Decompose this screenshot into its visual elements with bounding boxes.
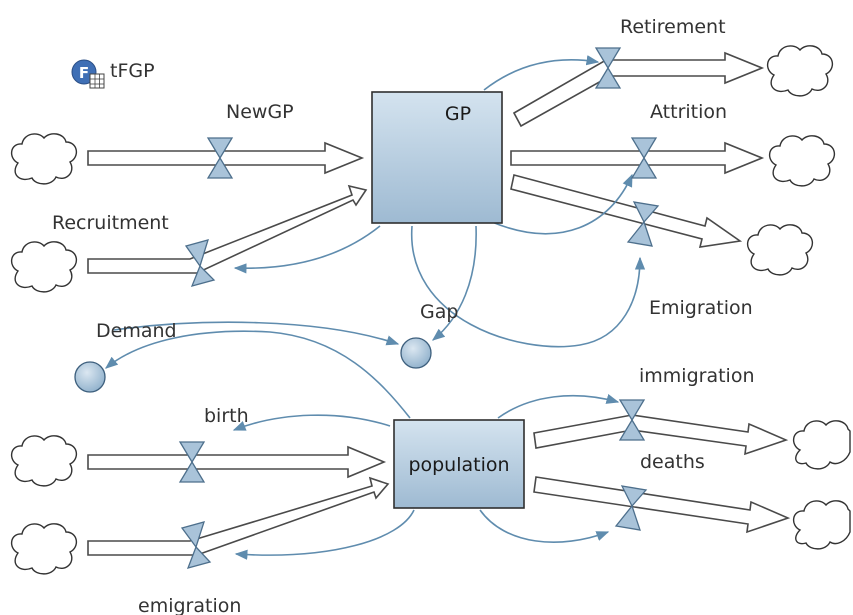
demand-variable[interactable] bbox=[74, 361, 106, 393]
stock-population[interactable]: population bbox=[393, 419, 525, 509]
immigration-label: immigration bbox=[639, 365, 754, 387]
cloud-icon bbox=[11, 241, 77, 293]
retirement-label: Retirement bbox=[620, 16, 726, 38]
deaths-pipe bbox=[533, 476, 791, 534]
attrition-pipe bbox=[510, 141, 765, 175]
function-icon[interactable]: F bbox=[71, 59, 105, 89]
retirement-pipe bbox=[512, 51, 765, 128]
link-population-to-immigration bbox=[497, 393, 620, 419]
immigration-pipe bbox=[533, 414, 789, 456]
cloud-icon bbox=[11, 133, 77, 185]
link-demand-to-gap bbox=[113, 321, 400, 346]
link-population-to-demand bbox=[105, 330, 411, 419]
newgp-pipe bbox=[87, 141, 365, 175]
deaths-valve[interactable] bbox=[614, 485, 648, 531]
recruitment-valve[interactable] bbox=[184, 239, 216, 287]
birth-pipe bbox=[87, 445, 387, 479]
function-badge: F bbox=[79, 64, 89, 82]
link-gp-to-gap bbox=[432, 225, 477, 341]
retirement-valve[interactable] bbox=[594, 47, 622, 89]
stock-gp-label: GP bbox=[445, 103, 471, 125]
emigration-gp-pipe bbox=[510, 174, 743, 248]
attrition-valve[interactable] bbox=[630, 137, 658, 179]
demand-label: Demand bbox=[96, 320, 177, 342]
deaths-label: deaths bbox=[640, 451, 705, 473]
gap-variable[interactable] bbox=[400, 337, 432, 369]
link-gp-to-attrition bbox=[491, 173, 633, 235]
birth-label: birth bbox=[204, 405, 249, 427]
cloud-icon bbox=[747, 224, 813, 276]
birth-valve[interactable] bbox=[178, 441, 206, 483]
emigration-pop-pipe bbox=[87, 476, 390, 556]
tfgp-label: tFGP bbox=[110, 60, 155, 82]
cloud-icon bbox=[11, 523, 77, 575]
recruitment-pipe bbox=[87, 184, 368, 274]
attrition-label: Attrition bbox=[650, 101, 727, 123]
emigration-gp-valve[interactable] bbox=[626, 201, 660, 247]
link-population-to-deaths bbox=[479, 509, 610, 543]
cloud-icon bbox=[793, 420, 851, 470]
newgp-valve[interactable] bbox=[206, 137, 234, 179]
link-population-to-emigration bbox=[234, 509, 415, 560]
recruitment-label: Recruitment bbox=[52, 212, 169, 234]
link-population-to-birth bbox=[232, 414, 391, 431]
emigration-gp-label: Emigration bbox=[649, 297, 753, 319]
gap-label: Gap bbox=[420, 301, 458, 323]
stock-gp[interactable]: GP bbox=[371, 91, 503, 224]
cloud-icon bbox=[769, 135, 835, 187]
stock-population-label: population bbox=[408, 454, 509, 476]
cloud-icon bbox=[767, 45, 833, 97]
link-gp-to-retirement bbox=[483, 55, 600, 91]
link-gp-to-recruitment bbox=[233, 225, 381, 274]
immigration-valve[interactable] bbox=[618, 399, 646, 441]
cloud-icon bbox=[11, 435, 77, 487]
emigration-pop-valve[interactable] bbox=[180, 521, 212, 569]
cloud-icon bbox=[793, 500, 851, 550]
emigration-pop-label: emigration bbox=[138, 595, 241, 615]
newgp-label: NewGP bbox=[226, 101, 294, 123]
link-gp-to-emigration bbox=[411, 225, 646, 348]
